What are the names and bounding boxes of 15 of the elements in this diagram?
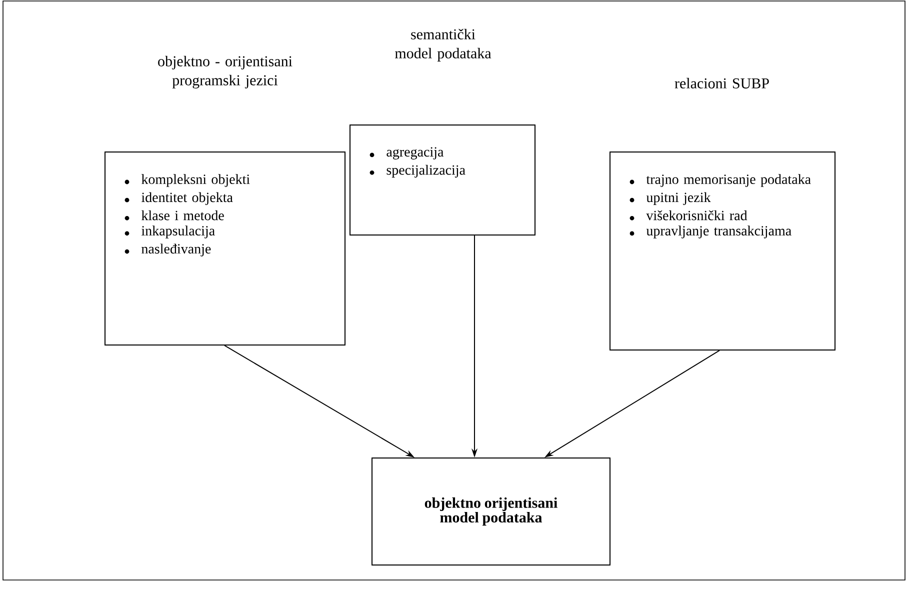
list-item: upravljanje transakcijama [646,226,792,238]
result-box: objektno orijentisani model podataka [372,457,610,566]
list-item: klase i metode [141,210,224,220]
list-item: nasleđivanje [142,244,211,256]
list-item: agregacija [386,147,444,160]
list-item: inkapsulacija [142,226,215,238]
list-item: trajno memorisanje podataka [646,174,811,187]
box-heading: relacioni SUBP [674,78,769,88]
box-heading: semantički model podataka [395,28,492,62]
list-item: kompleksni objekti [141,174,250,187]
box-heading: objektno - orijentisani programski jezici [158,56,292,88]
list-item: upitni jezik [646,192,711,205]
list-item: specijalizacija [386,164,466,178]
list-item: identitet objekta [142,192,233,205]
list-item: višekorisnički rad [646,210,748,220]
